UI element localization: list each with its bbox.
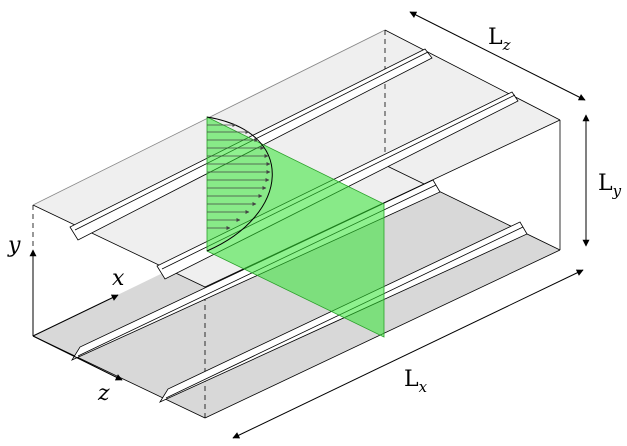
dim-lx-arrow (232, 269, 584, 439)
dim-lz-label: Lz (488, 25, 511, 54)
axis-x-arrow (32, 294, 119, 337)
dim-lz-arrow (409, 11, 586, 101)
profile-curve (206, 116, 273, 252)
dim-ly-label: Ly (598, 171, 622, 200)
axis-z-arrow (32, 335, 123, 381)
axis-z-label: z (97, 381, 110, 406)
axis-y-label: y (7, 233, 21, 258)
dim-lx-label: Lx (404, 367, 428, 396)
velocity-profile (206, 116, 273, 252)
dimension-arrows (232, 11, 590, 439)
coordinate-axes (29, 249, 123, 381)
axis-x-label: x (112, 266, 125, 291)
